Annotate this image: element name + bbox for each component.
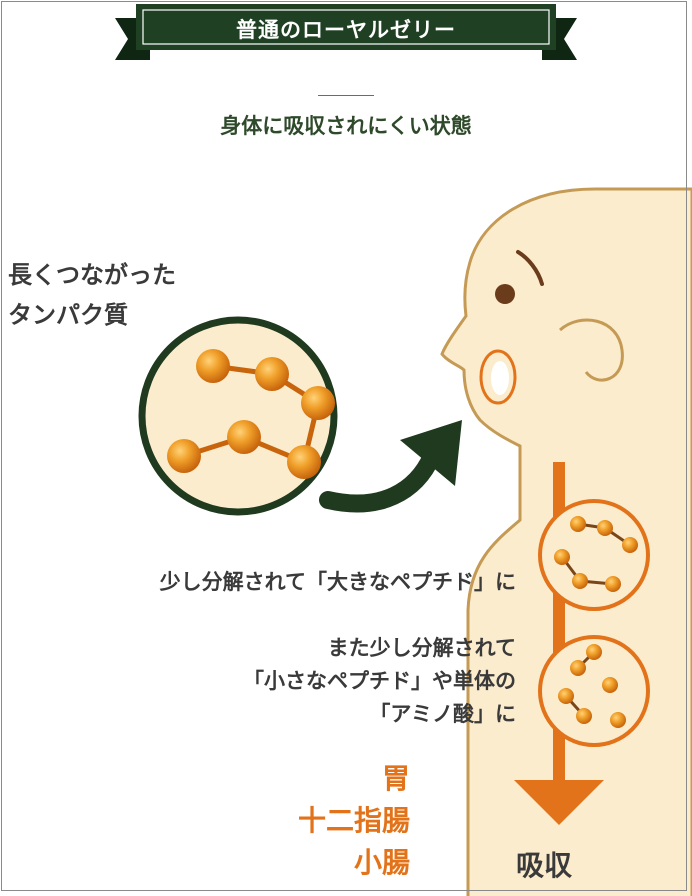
- organ-duodenum: 十二指腸: [297, 804, 410, 837]
- stage2-note-line: また少し分解されて: [327, 636, 516, 660]
- stage2-note-line: 「小さなペプチド」や単体の: [243, 669, 516, 693]
- banner-inner-border: [142, 9, 550, 45]
- digestive-arrow-head: [514, 780, 604, 825]
- organ-stomach: 胃: [381, 762, 410, 795]
- protein-label: 長くつながった タンパク質: [8, 255, 176, 335]
- organ-list: 胃 十二指腸 小腸: [298, 758, 410, 884]
- large-peptide-atoms: [554, 516, 638, 592]
- eye: [495, 284, 515, 304]
- subtitle: 身体に吸収されにくい状態: [220, 114, 472, 138]
- protein-chain-atoms: [167, 349, 335, 479]
- stage1-note-line: 少し分解されて「大きなペプチド」に: [159, 570, 516, 594]
- large-peptide-circle: [538, 499, 650, 611]
- eyebrow: [516, 250, 544, 286]
- protein-zoom-circle: [138, 316, 338, 516]
- ingestion-arrow: [319, 447, 441, 513]
- stage2-note-line: 「アミノ酸」に: [369, 702, 516, 726]
- title-banner: [115, 4, 577, 60]
- amino-acid-atoms: [558, 644, 626, 728]
- mouth-inner: [491, 361, 509, 395]
- ear: [558, 318, 624, 382]
- ingestion-arrow-head: [400, 420, 462, 486]
- organ-small-intestine: 小腸: [353, 846, 410, 879]
- stage2-note: また少し分解されて 「小さなペプチド」や単体の 「アミノ酸」に: [243, 632, 516, 731]
- banner-body: [136, 4, 556, 50]
- amino-acid-circle: [538, 635, 650, 747]
- subtitle-rule: [318, 95, 374, 96]
- protein-label-line: 長くつながった: [8, 261, 176, 289]
- page-title: 普通のローヤルゼリー: [236, 18, 456, 42]
- stage1-note: 少し分解されて「大きなペプチド」に: [160, 566, 516, 599]
- protein-label-line: タンパク質: [8, 301, 128, 329]
- absorption-label: 吸収: [516, 849, 573, 882]
